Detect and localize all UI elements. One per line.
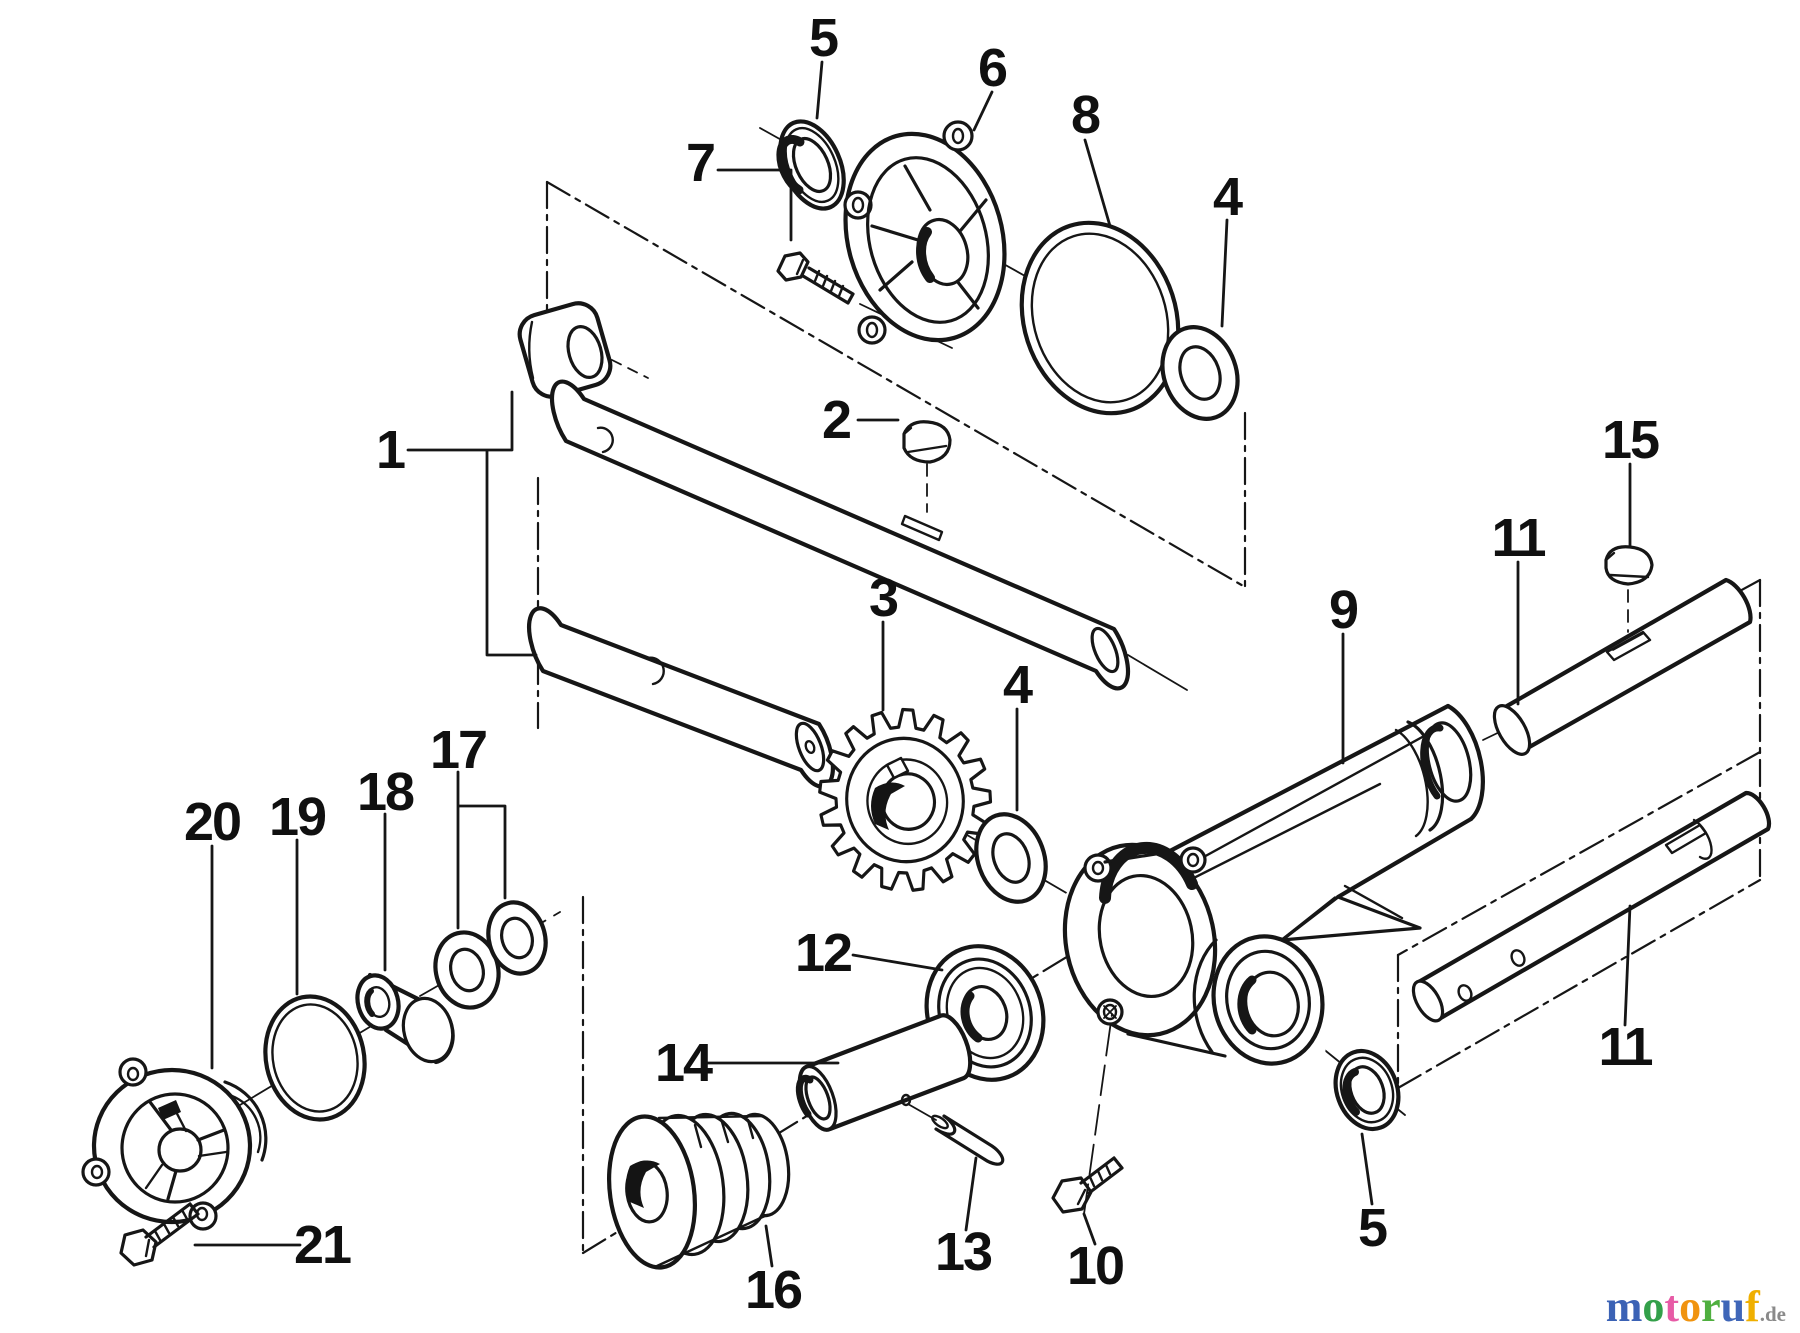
- leader-lines: [193, 60, 1632, 1268]
- part-seal-top: [776, 119, 846, 211]
- part-label-13: 13: [935, 1222, 992, 1282]
- watermark-letter: m: [1605, 1282, 1643, 1331]
- part-label-19: 19: [269, 787, 326, 847]
- part-label-16: 16: [745, 1260, 802, 1320]
- part-flange-bolt: [776, 251, 855, 305]
- part-label-5: 5: [1358, 1198, 1387, 1258]
- part-label-6: 6: [978, 38, 1007, 98]
- part-thrust-washer-b: [486, 900, 548, 976]
- part-worm-gear: [606, 1111, 791, 1270]
- part-gear-housing: [1062, 700, 1485, 1066]
- watermark-suffix: .de: [1759, 1302, 1786, 1326]
- part-label-4: 4: [1003, 655, 1033, 715]
- part-drain-bolt: [1051, 1156, 1124, 1214]
- part-woodruff-key-15: [1604, 545, 1654, 586]
- part-label-11: 11: [1598, 1017, 1652, 1077]
- part-axle-shaft-lower: [1411, 790, 1772, 1023]
- part-woodruff-key-2: [902, 420, 952, 464]
- part-bearing-cover: [843, 120, 1007, 345]
- part-label-15: 15: [1602, 410, 1659, 470]
- part-counter-shaft: [527, 606, 835, 789]
- part-label-3: 3: [869, 568, 898, 628]
- watermark-letter: u: [1720, 1282, 1746, 1331]
- part-label-12: 12: [795, 923, 851, 983]
- part-washer-top: [1160, 325, 1240, 421]
- part-washer-mid: [974, 812, 1048, 904]
- part-label-9: 9: [1329, 580, 1358, 640]
- watermark-logo: motoruf.de: [1606, 1285, 1786, 1329]
- part-sprocket-gear: [818, 707, 993, 892]
- part-end-cover: [81, 1057, 268, 1231]
- part-label-17: 17: [430, 720, 486, 780]
- part-label-8: 8: [1071, 85, 1100, 145]
- part-oring-small: [263, 994, 367, 1122]
- part-label-10: 10: [1067, 1236, 1123, 1296]
- part-label-21: 21: [294, 1215, 351, 1275]
- part-label-11: 11: [1491, 508, 1545, 568]
- part-label-2: 2: [822, 390, 850, 450]
- part-spacer-sleeve: [795, 1013, 973, 1132]
- part-seal-bottom: [1333, 1048, 1401, 1132]
- part-label-4: 4: [1213, 167, 1243, 227]
- part-bushing: [355, 972, 455, 1065]
- part-input-shaft: [549, 379, 1131, 691]
- watermark-letter: r: [1701, 1282, 1721, 1331]
- watermark-letter: o: [1642, 1282, 1665, 1331]
- part-label-18: 18: [357, 762, 414, 822]
- part-dowel-pin: [931, 1114, 1005, 1166]
- watermark-letter: t: [1664, 1282, 1680, 1331]
- part-label-20: 20: [184, 792, 240, 852]
- part-label-14: 14: [655, 1033, 713, 1093]
- part-axle-shaft-upper: [1492, 577, 1753, 756]
- watermark-letter: o: [1679, 1282, 1702, 1331]
- part-label-1: 1: [376, 420, 405, 480]
- watermark-letter: f: [1745, 1282, 1760, 1331]
- part-label-5: 5: [809, 8, 838, 68]
- part-label-7: 7: [686, 133, 714, 193]
- part-cover-bolt: [119, 1202, 200, 1267]
- part-gasket-oring: [1019, 220, 1181, 416]
